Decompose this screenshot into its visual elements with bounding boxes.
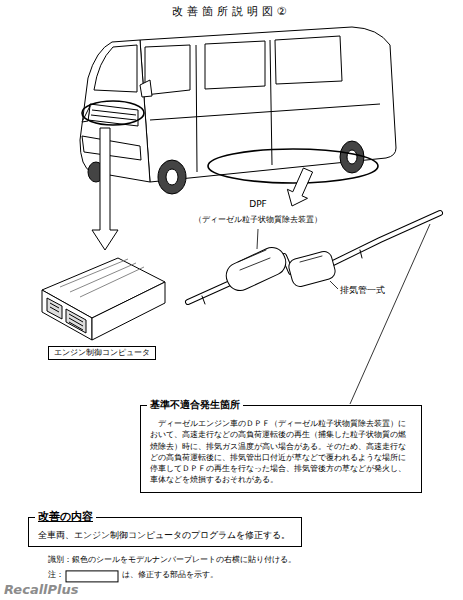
van-drawing — [94, 45, 137, 92]
van-drawing — [140, 27, 396, 182]
ecu-drawing — [42, 258, 165, 340]
part-label: DPF — [249, 199, 267, 210]
exhaust-drawing — [202, 250, 362, 304]
leader-line — [257, 229, 258, 249]
van-drawing — [82, 136, 141, 160]
van-drawing — [140, 80, 152, 97]
van-drawing — [347, 150, 357, 164]
van-drawing — [150, 104, 380, 120]
van-drawing — [270, 40, 272, 165]
exhaust-drawing — [300, 256, 322, 262]
pointer-arrow — [92, 128, 118, 250]
watermark: RecallPlus — [4, 582, 79, 598]
ecu-drawing — [50, 303, 83, 330]
highlight-ellipse — [208, 149, 378, 183]
note-text: は、修正する部品を示す。 — [122, 570, 218, 580]
exhaust-drawing — [188, 213, 440, 302]
ecu-drawing — [60, 259, 144, 297]
ecu-drawing — [47, 298, 62, 319]
leader-line — [330, 281, 338, 289]
ecu-drawing — [66, 309, 86, 333]
marker-box-symbol — [66, 571, 118, 582]
van-drawing — [196, 45, 197, 172]
ecu-drawing — [42, 290, 92, 340]
box-text: エンジン制御コンピュータ — [54, 348, 150, 358]
note-text: 識別：銀色のシールをモデルナンバープレートの右横に貼り付ける。 — [48, 555, 296, 565]
note-text: 注： — [48, 570, 64, 580]
box-text: ディーゼルエンジン車のＤＰＦ（ディーゼル粒子状物質除去装置）において、高速走行な… — [150, 418, 412, 486]
part-label: （ディーゼル粒子状物質除去装置） — [194, 215, 322, 225]
remedy-box: 改善の内容全車両、エンジン制御コンピュータのプログラムを修正する。 — [28, 517, 302, 548]
van-drawing — [275, 36, 342, 84]
van-drawing — [80, 27, 396, 194]
leader-line — [257, 224, 430, 404]
van-drawing — [205, 41, 265, 89]
page-title: 改善箇所説明図② — [172, 5, 291, 18]
van-drawing — [158, 160, 186, 194]
van-drawing — [166, 169, 178, 185]
part-name-box: エンジン制御コンピュータ — [48, 346, 156, 360]
pointer-arrow — [287, 168, 312, 206]
exhaust-drawing — [287, 250, 337, 288]
exhaust-drawing — [222, 243, 290, 295]
van-drawing — [145, 45, 190, 95]
leader-line — [350, 224, 430, 404]
exhaust-drawing — [188, 213, 440, 304]
highlight-ellipse — [82, 101, 378, 183]
highlight-ellipse — [82, 101, 144, 125]
exhaust-drawing — [188, 213, 440, 302]
part-label: 排気管一式 — [340, 285, 385, 295]
box-heading: 基準不適合発生箇所 — [147, 398, 243, 411]
exhaust-drawing — [238, 250, 270, 270]
van-drawing — [80, 40, 150, 182]
van-drawing — [340, 141, 364, 173]
note-box: 基準不適合発生箇所ディーゼルエンジン車のＤＰＦ（ディーゼル粒子状物質除去装置）に… — [140, 405, 422, 493]
ecu-drawing — [92, 282, 165, 340]
box-text: 全車両、エンジン制御コンピュータのプログラムを修正する。 — [38, 530, 292, 542]
box-heading: 改善の内容 — [35, 510, 96, 524]
pointer-arrow — [92, 128, 313, 250]
van-drawing — [91, 110, 136, 120]
